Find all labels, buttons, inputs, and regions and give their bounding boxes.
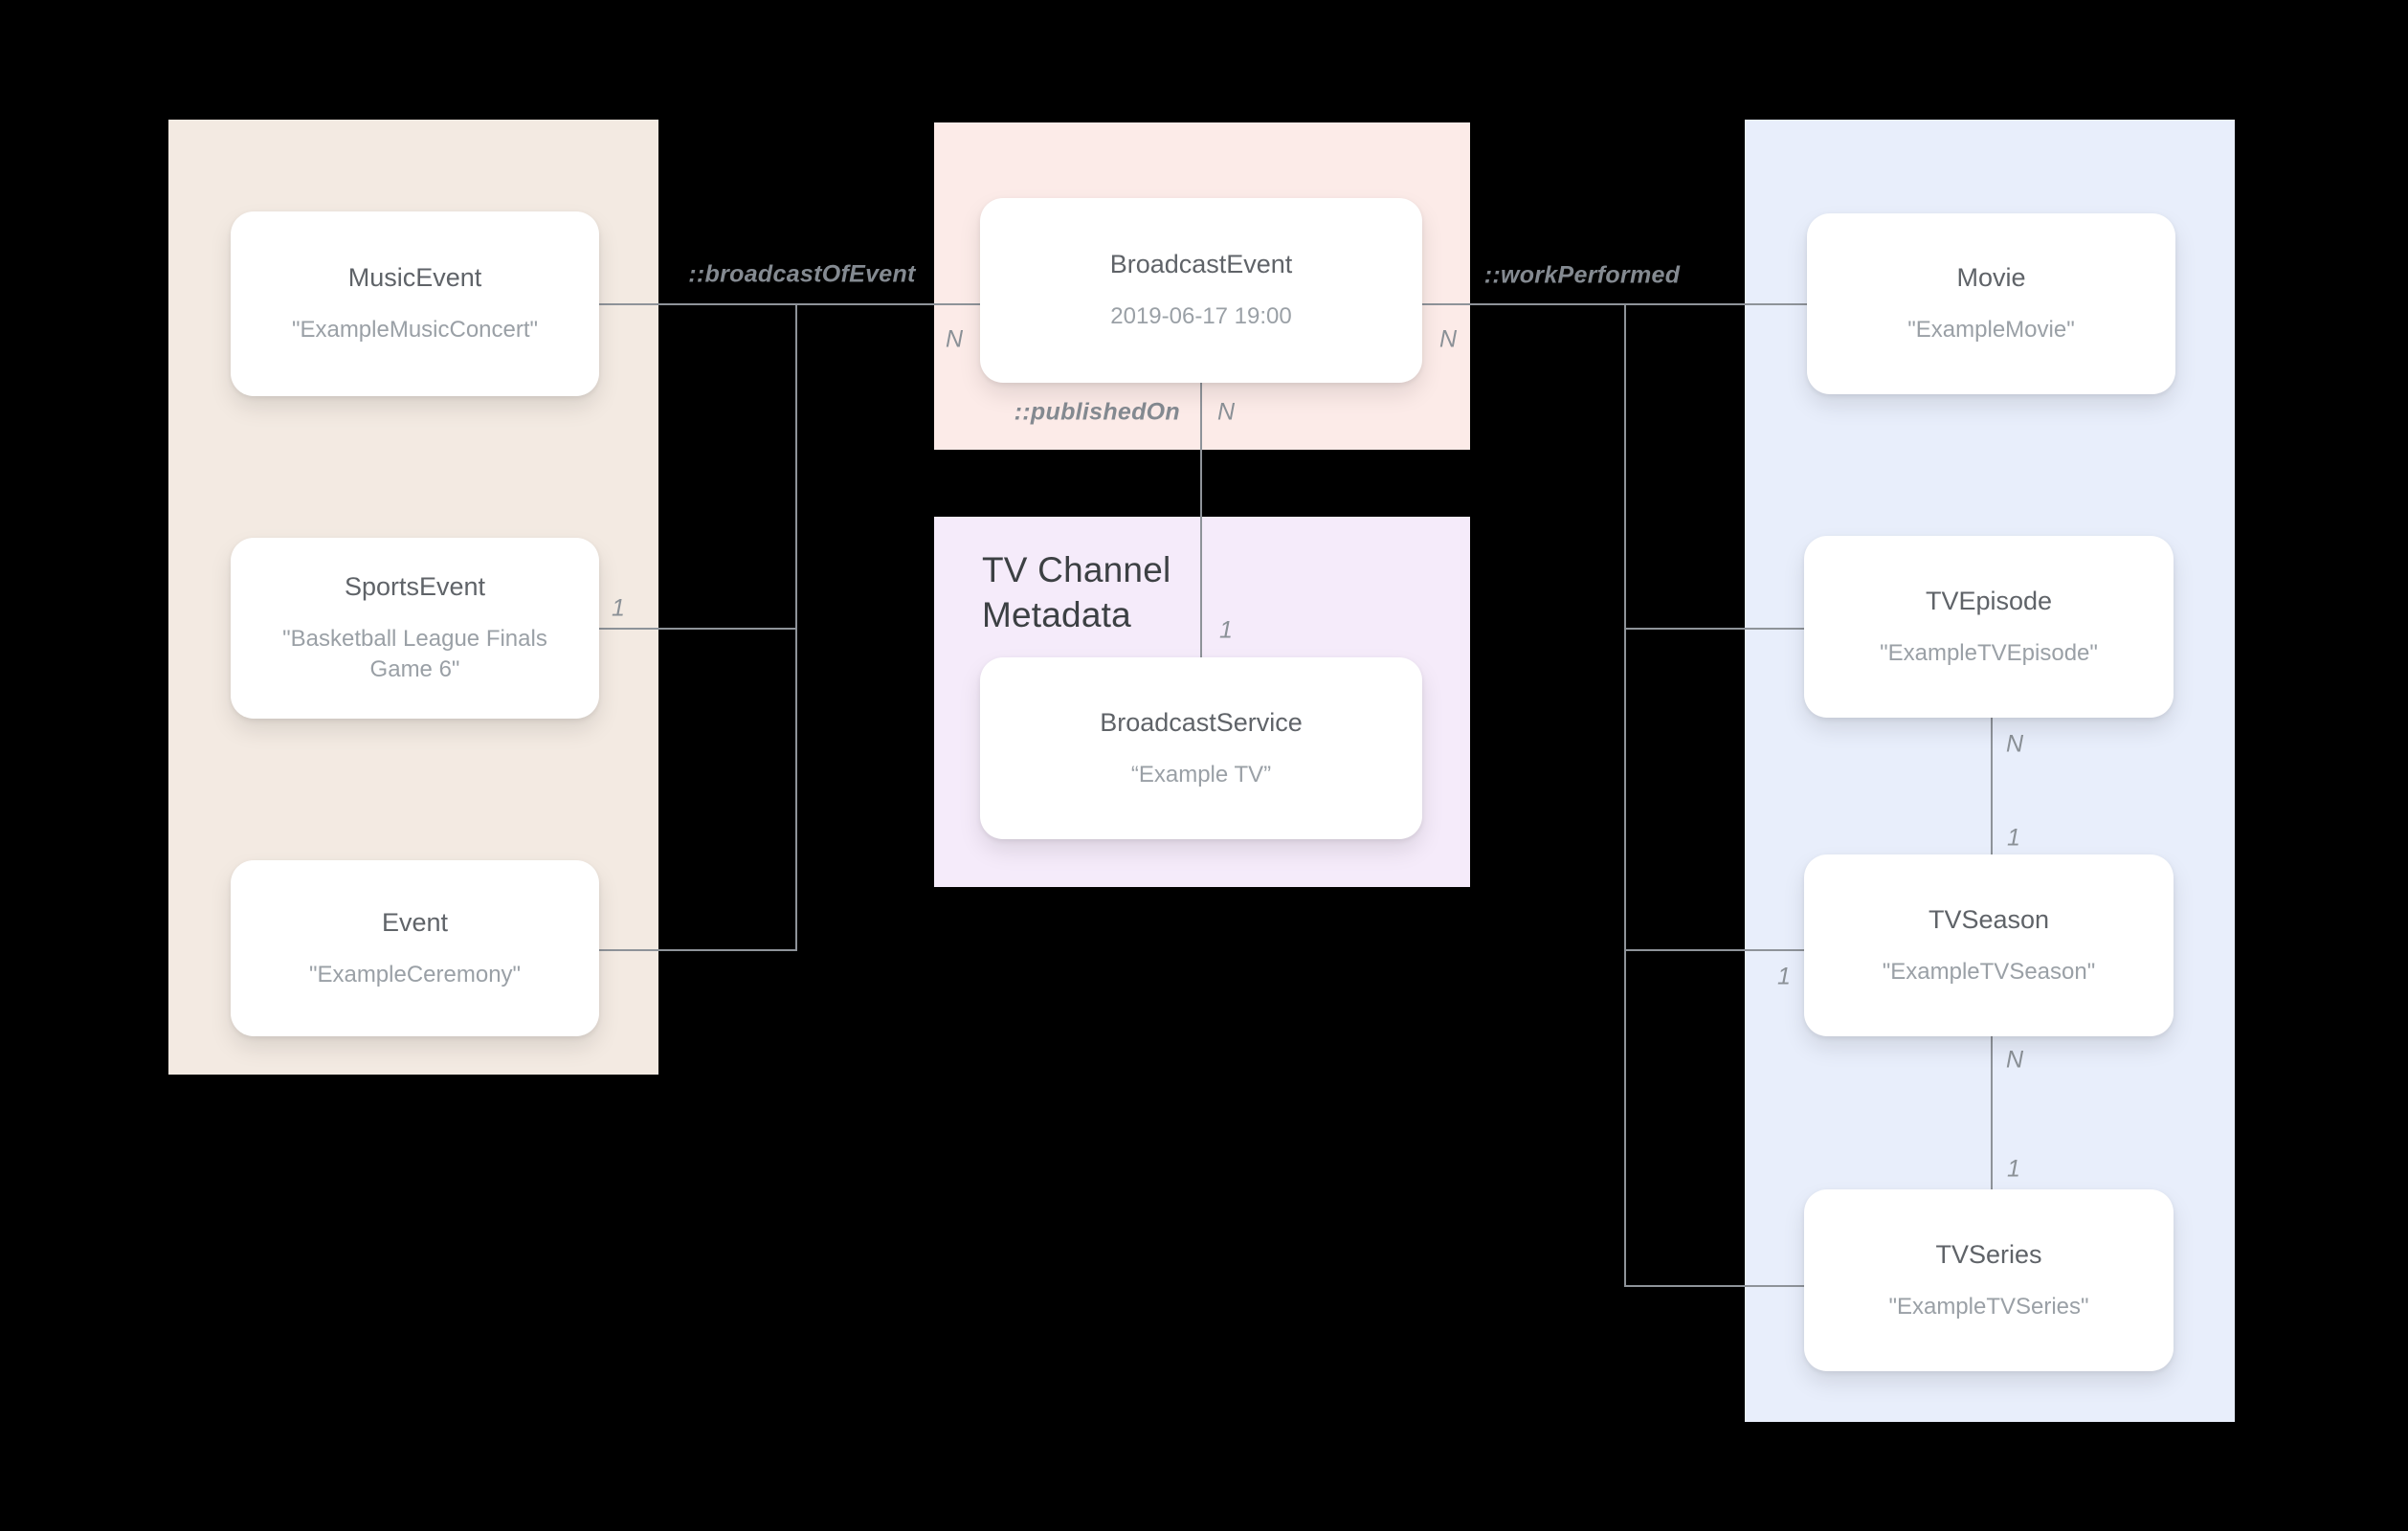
edge-right-collector — [1624, 303, 1626, 1287]
tv-channel-title-line2: Metadata — [982, 595, 1131, 634]
cardinality-one-broadcastservice: 1 — [1219, 616, 1233, 644]
node-musicevent-subtitle: "ExampleMusicConcert" — [291, 317, 539, 343]
edge-tvseason-branch — [1624, 949, 1806, 951]
edge-broadcastevent-broadcastservice — [1200, 383, 1202, 657]
node-tvseries-title: TVSeries — [1935, 1239, 2042, 1269]
node-broadcastservice-subtitle: “Example TV” — [1130, 761, 1272, 788]
node-broadcastservice-title: BroadcastService — [1100, 707, 1303, 737]
node-sportsevent-title: SportsEvent — [344, 572, 486, 601]
node-sportsevent-subtitle: "Basketball League Finals Game 6" — [282, 626, 547, 682]
tv-channel-title-line1: TV Channel — [982, 550, 1171, 589]
node-musicevent-title: MusicEvent — [347, 263, 482, 292]
node-tvseason-title: TVSeason — [1928, 904, 2050, 934]
edge-tvepisode-tvseason — [1991, 718, 1993, 856]
edge-tvseries-branch — [1624, 1285, 1806, 1287]
edge-tvepisode-branch — [1624, 628, 1806, 630]
edge-event-branch — [599, 949, 797, 951]
node-movie-subtitle: "ExampleMovie" — [1907, 317, 2075, 343]
cardinality-n-broadcastevent-left: N — [945, 325, 964, 353]
label-publishedon-relation: ::publishedOn — [1014, 398, 1180, 426]
cardinality-n-broadcastevent-right: N — [1438, 325, 1458, 353]
node-movie: Movie "ExampleMovie" — [1807, 213, 2175, 394]
node-tvseries-subtitle: "ExampleTVSeries" — [1888, 1293, 2089, 1320]
label-broadcastofevent-relation: ::broadcastOfEvent — [688, 260, 916, 288]
node-event: Event "ExampleCeremony" — [231, 860, 599, 1036]
node-broadcastevent-subtitle: 2019-06-17 19:00 — [1110, 303, 1292, 329]
label-workperformed-relation: ::workPerformed — [1483, 261, 1681, 289]
node-broadcastevent: BroadcastEvent 2019-06-17 19:00 — [980, 198, 1422, 383]
cardinality-one-tvseason-left: 1 — [1777, 963, 1791, 990]
cardinality-one-tvseason-top: 1 — [2007, 824, 2020, 852]
edge-left-collector — [795, 303, 797, 951]
cardinality-one-tvseries-top: 1 — [2007, 1155, 2020, 1183]
node-tvepisode-title: TVEpisode — [1925, 586, 2053, 615]
cardinality-n-tvepisode-bottom: N — [2005, 730, 2024, 758]
node-tvepisode-subtitle: "ExampleTVEpisode" — [1880, 639, 2098, 666]
edge-sportsevent-branch — [599, 628, 797, 630]
node-tvseries: TVSeries "ExampleTVSeries" — [1804, 1189, 2174, 1371]
node-musicevent: MusicEvent "ExampleMusicConcert" — [231, 211, 599, 396]
node-tvepisode: TVEpisode "ExampleTVEpisode" — [1804, 536, 2174, 718]
cardinality-n-tvseason-bottom: N — [2005, 1046, 2024, 1074]
node-broadcastevent-title: BroadcastEvent — [1109, 250, 1293, 278]
node-event-subtitle: "ExampleCeremony" — [308, 961, 522, 987]
node-movie-title: Movie — [1956, 263, 2026, 292]
edge-broadcastevent-movie — [1422, 303, 1807, 305]
edge-musicevent-broadcastevent — [599, 303, 980, 305]
cardinality-one-sportsevent: 1 — [612, 594, 625, 622]
node-sportsevent: SportsEvent "Basketball League Finals Ga… — [231, 538, 599, 719]
node-event-title: Event — [381, 907, 449, 937]
node-tvseason: TVSeason "ExampleTVSeason" — [1804, 854, 2174, 1036]
tv-channel-metadata-panel-title: TV Channel Metadata — [982, 547, 1171, 637]
node-broadcastservice: BroadcastService “Example TV” — [980, 657, 1422, 839]
node-tvseason-subtitle: "ExampleTVSeason" — [1882, 958, 2096, 985]
cardinality-n-publishedon: N — [1216, 398, 1236, 426]
edge-tvseason-tvseries — [1991, 1036, 1993, 1190]
